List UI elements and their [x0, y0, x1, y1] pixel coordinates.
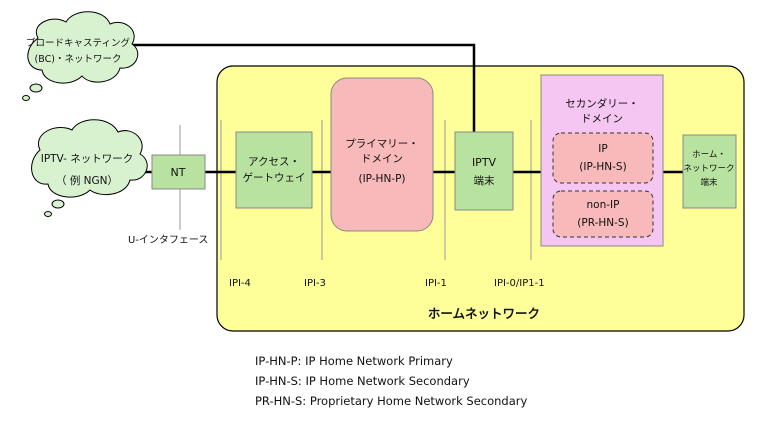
u-interface-label: U-インタフェース	[128, 234, 208, 246]
home-terminal-line3: 端末	[700, 177, 718, 188]
nt-label: NT	[171, 166, 186, 179]
broadcast-connection-line	[122, 43, 476, 132]
ip-box-line1: IP	[598, 143, 607, 155]
ipi3-label: IPI-3	[304, 278, 326, 289]
legend: IP-HN-P: IP Home Network Primary IP-HN-S…	[255, 351, 527, 411]
iptv-network-cloud: IPTV- ネットワーク （ 例 NGN）	[31, 119, 148, 217]
access-gateway-line2: ゲートウェイ	[243, 172, 306, 184]
secondary-domain-line2: ドメイン	[581, 113, 623, 125]
primary-domain-line2: ドメイン	[361, 153, 403, 165]
broadcast-cloud-line1: ブロードキャスティング	[26, 37, 130, 49]
secondary-domain-line1: セカンダリー・	[565, 97, 639, 110]
access-gateway-box	[235, 131, 313, 209]
ip-box-line2: (IP-HN-S)	[579, 161, 626, 173]
iptv-cloud-line2: （ 例 NGN）	[56, 174, 118, 187]
home-terminal-line2: ネットワーク	[683, 164, 734, 174]
iptv-cloud-line1: IPTV- ネットワーク	[41, 153, 134, 165]
legend-item-ip-hn-p: IP-HN-P: IP Home Network Primary	[255, 354, 453, 368]
iptv-terminal-line1: IPTV	[472, 156, 497, 169]
nt-box	[151, 154, 206, 190]
broadcast-cloud-line2: (BC)・ネットワーク	[35, 54, 122, 65]
home-terminal-line1: ホーム・	[692, 150, 726, 160]
ip-hn-s-box	[552, 132, 654, 184]
access-gateway-line1: アクセス・	[248, 156, 300, 168]
iptv-terminal-line2: 端末	[474, 174, 495, 187]
iptv-terminal-box	[454, 131, 514, 211]
primary-domain-box	[330, 77, 434, 232]
home-network-label: ホームネットワーク	[428, 306, 540, 321]
nonip-box-line2: (PR-HN-S)	[577, 217, 628, 229]
pr-hn-s-box	[552, 190, 654, 238]
ipi4-label: IPI-4	[229, 278, 251, 289]
ipi1-label: IPI-1	[425, 278, 447, 289]
primary-domain-line3: (IP-HN-P)	[358, 173, 405, 185]
primary-domain-line1: プライマリー・	[345, 138, 419, 150]
home-network-terminal-box	[682, 134, 737, 209]
legend-item-pr-hn-s: PR-HN-S: Proprietary Home Network Second…	[255, 394, 528, 408]
broadcast-network-cloud: ブロードキャスティング (BC)・ネットワーク	[22, 11, 139, 101]
legend-item-ip-hn-s: IP-HN-S: IP Home Network Secondary	[255, 374, 470, 388]
nonip-box-line1: non-IP	[587, 199, 620, 211]
ipi0-label: IPI-0/IP1-1	[494, 278, 545, 289]
